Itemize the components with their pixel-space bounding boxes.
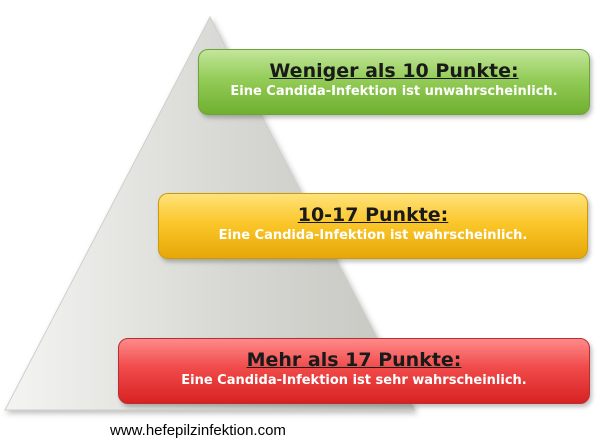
level-medium-box: 10-17 Punkte: Eine Candida-Infektion ist… (158, 193, 588, 259)
level-high-title: Mehr als 17 Punkte: (246, 349, 462, 371)
footer-website-url: www.hefepilzinfektion.com (110, 422, 286, 439)
level-low-title: Weniger als 10 Punkte: (269, 60, 519, 82)
level-low-box: Weniger als 10 Punkte: Eine Candida-Infe… (198, 49, 590, 115)
level-high-box: Mehr als 17 Punkte: Eine Candida-Infekti… (118, 338, 590, 404)
level-medium-text: Eine Candida-Infektion ist wahrscheinlic… (218, 228, 528, 243)
level-medium-title: 10-17 Punkte: (297, 204, 449, 226)
level-high-text: Eine Candida-Infektion ist sehr wahrsche… (181, 373, 527, 388)
level-low-text: Eine Candida-Infektion ist unwahrscheinl… (230, 84, 558, 99)
